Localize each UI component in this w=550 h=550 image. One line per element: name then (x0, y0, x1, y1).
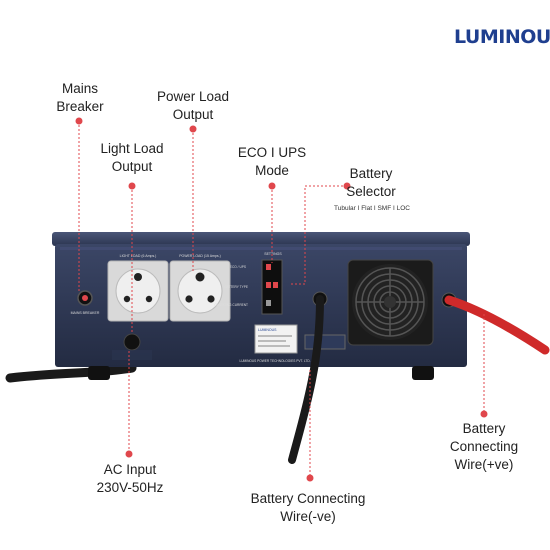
battery-type-switch-1 (266, 282, 271, 288)
foot-left (88, 366, 110, 380)
callout-dot-battery-negative (306, 474, 314, 482)
ac-input-port (123, 333, 141, 351)
eco-ups-label: ECO / UPS (230, 265, 246, 269)
callout-dot-ac-input (125, 450, 133, 458)
callout-battery-negative: Battery Connecting Wire(-ve) (250, 491, 366, 524)
callout-eco-ups: ECO I UPS Mode (237, 145, 307, 178)
callout-dot-battery-selector (343, 182, 351, 190)
brand-logo: LUMINOUS (454, 26, 550, 48)
spec-sticker (254, 324, 298, 354)
charging-current-label: CHARGING CURRENT (214, 303, 248, 307)
power-load-socket-label: POWER LOAD (15 Amps.) (179, 254, 221, 258)
warning-label (304, 334, 346, 350)
dip-switch-block (261, 259, 283, 315)
callout-dot-power-load (189, 125, 197, 133)
callout-dot-eco-ups (268, 182, 276, 190)
light-load-socket-label: LIGHT LOAD (6 Amps.) (120, 254, 157, 258)
battery-selector-types: Tubular I Flat I SMF I LOC (334, 205, 410, 212)
callout-ac-input: AC Input 230V-50Hz (96, 462, 164, 495)
eco-ups-switch (266, 264, 271, 270)
mains-breaker-label: MAINS BREAKER (71, 311, 100, 315)
callout-battery-selector: Battery Selector (346, 166, 396, 199)
callout-line-battery-selector (290, 185, 347, 285)
callout-dot-mains-breaker (75, 117, 83, 125)
ac-input-cable (5, 363, 137, 383)
battery-type-label: BATTERY TYPE (225, 285, 249, 289)
callout-light-load: Light Load Output (100, 141, 164, 174)
battery-type-switch-2 (273, 282, 278, 288)
callout-dot-light-load (128, 182, 136, 190)
callout-mains-breaker: Mains Breaker (56, 81, 104, 114)
manufacturer-label: LUMINOUS POWER TECHNOLOGIES PVT. LTD. (239, 359, 310, 363)
settings-label: SETTINGS (264, 252, 282, 256)
svg-text:LUMINOUS: LUMINOUS (258, 328, 277, 332)
callout-battery-positive: Battery Connecting Wire(+ve) (449, 421, 519, 472)
battery-negative-cable (288, 295, 324, 464)
foot-right (412, 366, 434, 380)
inverter-top (52, 232, 470, 246)
callout-power-load: Power Load Output (156, 89, 230, 122)
callout-dot-battery-positive (480, 410, 488, 418)
battery-positive-cable (444, 295, 550, 355)
